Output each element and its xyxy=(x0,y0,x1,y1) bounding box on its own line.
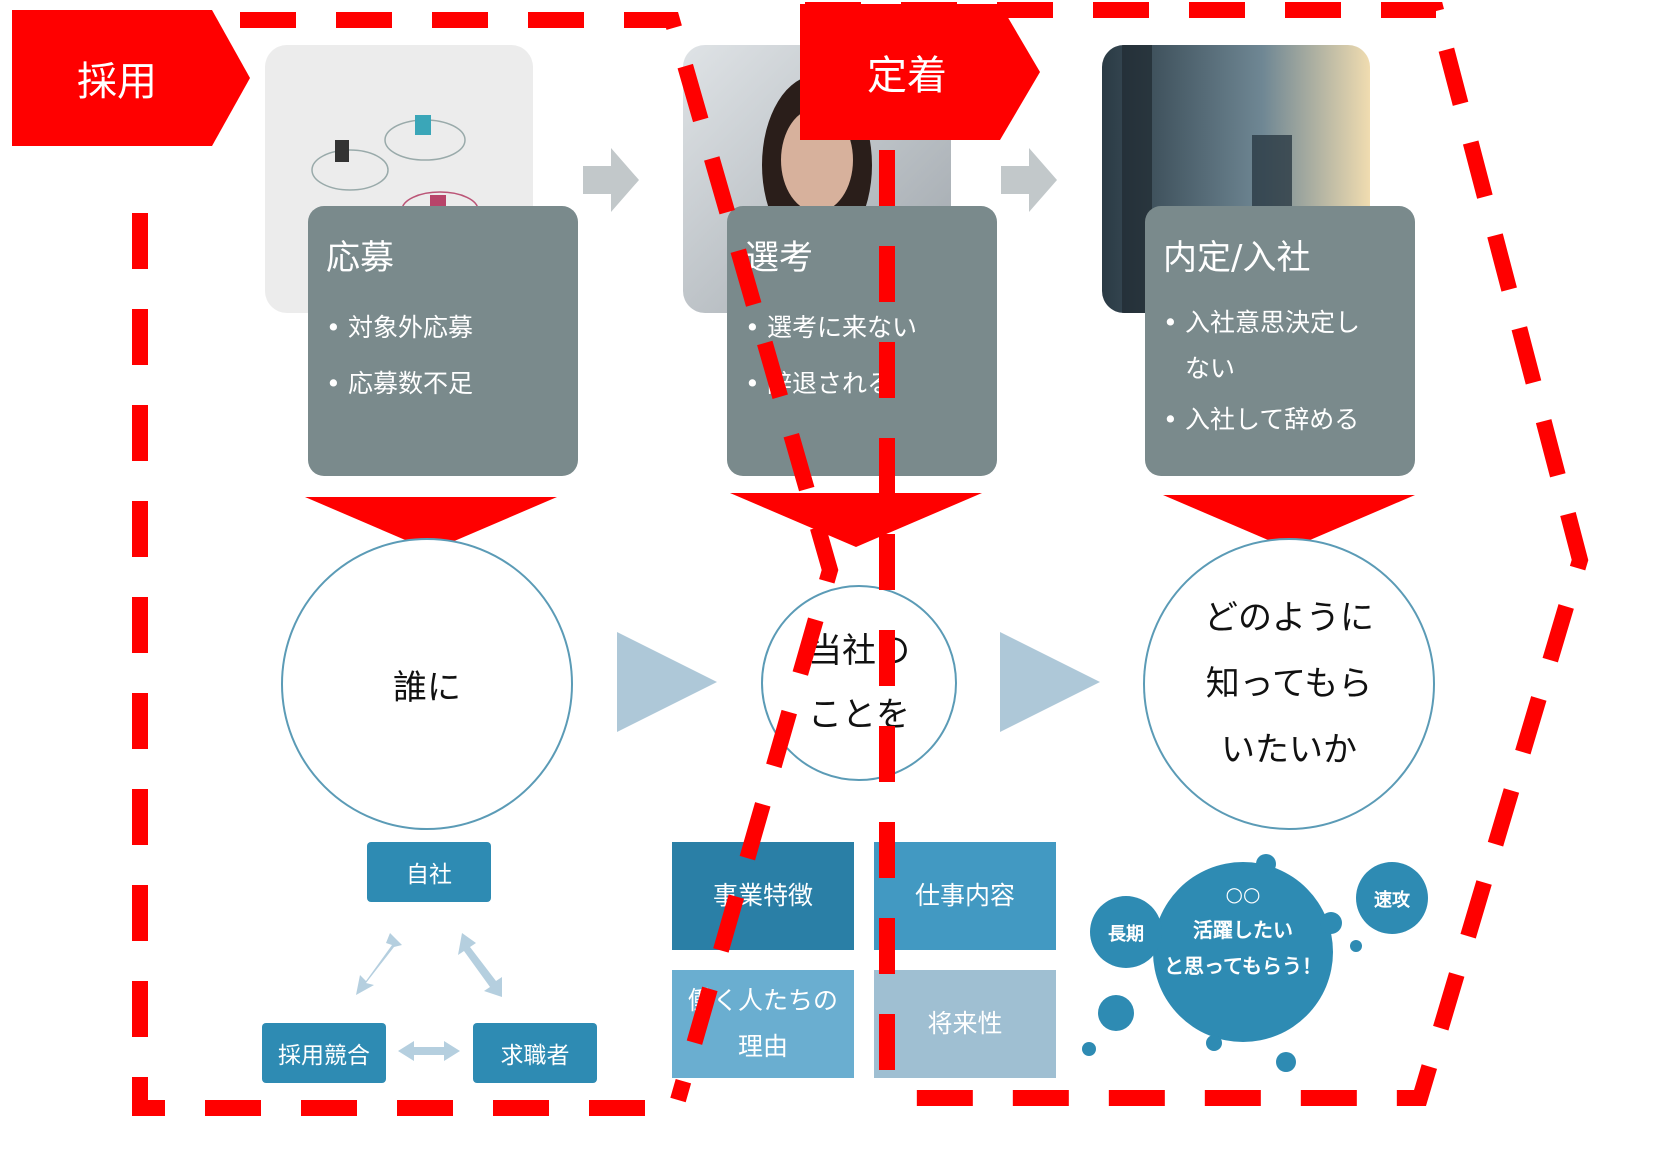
red-down-arrow-icon xyxy=(1163,495,1415,549)
red-down-arrow-icon xyxy=(305,497,557,551)
circle-how: どのように 知ってもら いたいか xyxy=(1143,538,1435,830)
node-competitors: 採用競合 xyxy=(262,1023,386,1083)
stage-title: 内定/入社 xyxy=(1163,238,1311,278)
bubble-long-term xyxy=(1090,896,1162,968)
play-arrow-icon xyxy=(1000,632,1100,732)
stage-title: 応募 xyxy=(326,238,394,278)
tile-future: 将来性 xyxy=(874,970,1056,1078)
recruit-tag-label: 採用 xyxy=(77,59,157,105)
bubble-dot xyxy=(1256,854,1276,874)
stage-bullet: •応募数不足 xyxy=(326,369,474,398)
bubble-main xyxy=(1153,862,1333,1042)
stage-box-apply: 応募 •対象外応募 •応募数不足 xyxy=(308,206,578,476)
bubble-dot xyxy=(1320,912,1342,934)
bubble-dot xyxy=(1276,1052,1296,1072)
arrow-right-icon xyxy=(1001,148,1057,212)
tile-job-content: 仕事内容 xyxy=(874,842,1056,950)
node-job-seekers: 求職者 xyxy=(473,1023,597,1083)
stage-bullet: •入社意思決定し xyxy=(1163,308,1361,337)
tag-shape xyxy=(12,10,250,146)
play-arrow-icon xyxy=(617,632,717,732)
tag-shape xyxy=(800,4,1040,140)
bubble-dot xyxy=(1082,1042,1096,1056)
stage-bullet-continued: ない xyxy=(1185,354,1236,383)
bubble-main-label: ○○ 活躍したい と思ってもらう！ xyxy=(1164,882,1322,978)
stage-bullet: •辞退される xyxy=(745,369,893,398)
bubble-dot xyxy=(1098,995,1134,1031)
stage-bullet: •入社して辞める xyxy=(1163,405,1360,434)
node-own-company: 自社 xyxy=(367,842,491,902)
stage-bullet: •対象外応募 xyxy=(326,313,474,342)
stage-title: 選考 xyxy=(745,238,813,278)
stage-bullet: •選考に来ない xyxy=(745,313,918,342)
retain-tag: 定着 xyxy=(800,4,1040,140)
bubble-dot xyxy=(1350,940,1362,952)
stage-box-offer: 内定/入社 •入社意思決定し ない •入社して辞める xyxy=(1145,206,1415,476)
circle-who: 誰に xyxy=(281,538,573,830)
bubble-quick-label: 速攻 xyxy=(1374,890,1410,911)
arrow-right-icon xyxy=(583,148,639,212)
bubble-long-term-label: 長期 xyxy=(1108,924,1144,945)
retain-tag-label: 定着 xyxy=(867,53,947,99)
bubble-quick xyxy=(1356,862,1428,934)
bubble-dot xyxy=(1206,1035,1222,1051)
relation-arrows xyxy=(356,933,502,1061)
circle-about-company: 当社の ことを xyxy=(761,585,957,781)
red-down-arrow-icon xyxy=(730,493,982,547)
recruit-tag: 採用 xyxy=(12,10,250,146)
